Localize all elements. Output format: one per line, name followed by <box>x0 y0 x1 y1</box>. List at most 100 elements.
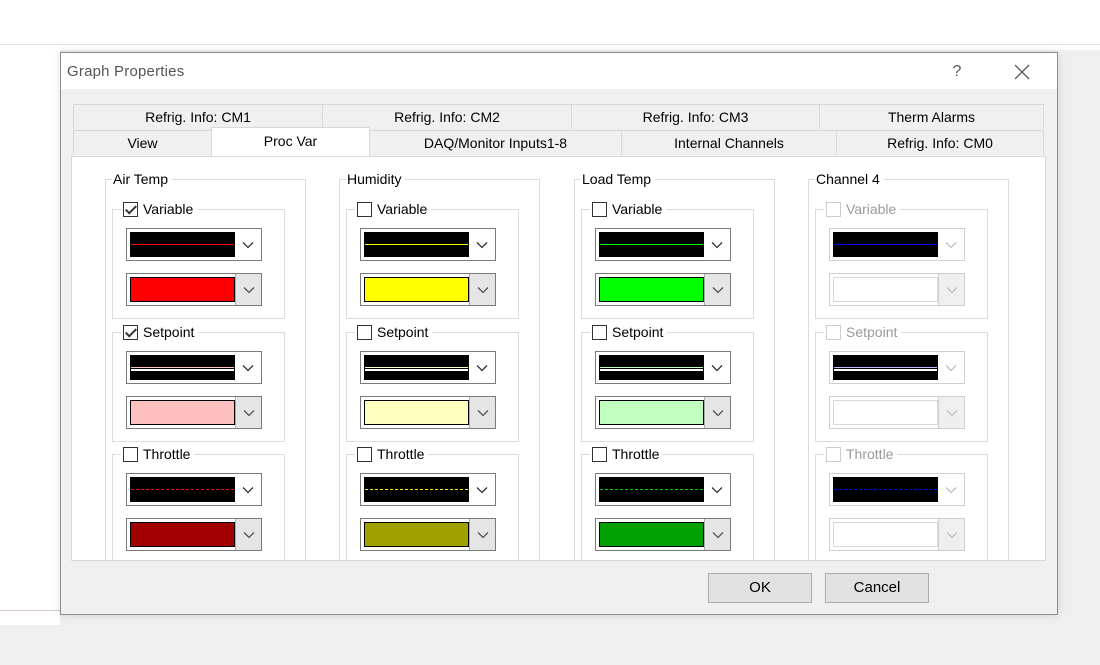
dropdown-arrow[interactable] <box>469 352 495 383</box>
fill-color-dropdown[interactable] <box>360 273 496 306</box>
tab-proc-var[interactable]: Proc Var <box>211 127 370 156</box>
checkbox-setpoint[interactable]: Setpoint <box>121 322 199 342</box>
dropdown-arrow[interactable] <box>235 352 261 383</box>
color-swatch <box>130 277 235 302</box>
line-style-dropdown[interactable] <box>126 351 262 384</box>
dropdown-arrow[interactable] <box>235 274 261 305</box>
line-sample <box>131 489 234 490</box>
fill-color-dropdown[interactable] <box>360 518 496 551</box>
line-swatch <box>364 477 469 502</box>
checkbox-unchecked-icon[interactable] <box>592 446 607 462</box>
chevron-down-icon <box>243 531 254 538</box>
checkbox-variable[interactable]: Variable <box>355 199 432 219</box>
line-style-dropdown[interactable] <box>595 228 731 261</box>
dropdown-arrow[interactable] <box>235 474 261 505</box>
checkbox-label: Setpoint <box>143 324 195 340</box>
dropdown-arrow <box>938 352 964 383</box>
chevron-down-icon <box>712 409 723 416</box>
fill-color-dropdown[interactable] <box>126 518 262 551</box>
checkbox-checked-icon[interactable] <box>123 324 138 340</box>
line-style-dropdown[interactable] <box>595 351 731 384</box>
line-swatch <box>833 477 938 502</box>
dropdown-arrow[interactable] <box>235 519 261 550</box>
checkbox-throttle[interactable]: Throttle <box>590 444 664 464</box>
checkbox-unchecked-icon[interactable] <box>357 201 372 217</box>
checkbox-throttle[interactable]: Throttle <box>121 444 195 464</box>
color-swatch <box>833 277 938 302</box>
tab-refrig-info-cm1[interactable]: Refrig. Info: CM1 <box>73 104 323 129</box>
dropdown-arrow[interactable] <box>704 519 730 550</box>
dropdown-arrow[interactable] <box>704 474 730 505</box>
checkbox-unchecked-icon[interactable] <box>123 446 138 462</box>
line-style-dropdown[interactable] <box>595 473 731 506</box>
dropdown-arrow[interactable] <box>704 352 730 383</box>
checkbox-checked-icon[interactable] <box>123 201 138 217</box>
line-sample <box>600 489 703 490</box>
checkbox-throttle[interactable]: Throttle <box>355 444 429 464</box>
dropdown-arrow <box>938 397 964 428</box>
checkbox-label: Variable <box>377 201 428 217</box>
dropdown-arrow[interactable] <box>704 229 730 260</box>
cancel-button[interactable]: Cancel <box>825 573 929 603</box>
checkbox-label: Throttle <box>143 446 191 462</box>
chevron-down-icon <box>476 241 488 248</box>
dropdown-arrow[interactable] <box>704 274 730 305</box>
subgroup-variable: Variable <box>346 199 519 319</box>
line-style-dropdown[interactable] <box>360 473 496 506</box>
fill-color-dropdown[interactable] <box>126 396 262 429</box>
fill-color-dropdown[interactable] <box>126 273 262 306</box>
tab-refrig-info-cm2[interactable]: Refrig. Info: CM2 <box>322 104 572 129</box>
color-swatch <box>364 522 469 547</box>
dropdown-arrow[interactable] <box>469 519 495 550</box>
line-style-dropdown[interactable] <box>126 228 262 261</box>
line-swatch <box>833 232 938 257</box>
tab-daq-monitor-inputs[interactable]: DAQ/Monitor Inputs1-8 <box>369 130 622 155</box>
ok-button[interactable]: OK <box>708 573 812 603</box>
checkbox-setpoint[interactable]: Setpoint <box>590 322 668 342</box>
background-left <box>0 50 60 625</box>
tab-internal-channels[interactable]: Internal Channels <box>621 130 837 155</box>
dropdown-arrow[interactable] <box>704 397 730 428</box>
dropdown-arrow[interactable] <box>235 397 261 428</box>
checkbox-setpoint[interactable]: Setpoint <box>355 322 433 342</box>
chevron-down-icon <box>945 364 957 371</box>
dropdown-arrow[interactable] <box>235 229 261 260</box>
line-style-dropdown[interactable] <box>360 351 496 384</box>
close-button[interactable] <box>1005 59 1039 85</box>
dropdown-arrow[interactable] <box>469 274 495 305</box>
line-style-dropdown[interactable] <box>126 473 262 506</box>
checkbox-label: Setpoint <box>612 324 664 340</box>
fill-color-dropdown[interactable] <box>595 273 731 306</box>
checkbox-unchecked-icon[interactable] <box>592 201 607 217</box>
line-sample <box>834 489 937 490</box>
tab-view[interactable]: View <box>73 130 212 155</box>
help-button[interactable]: ? <box>952 63 962 80</box>
color-swatch <box>130 400 235 425</box>
dropdown-arrow[interactable] <box>469 474 495 505</box>
fill-color-dropdown[interactable] <box>595 396 731 429</box>
dropdown-arrow[interactable] <box>469 397 495 428</box>
subgroup-setpoint: Setpoint <box>112 322 285 442</box>
tab-therm-alarms[interactable]: Therm Alarms <box>819 104 1044 129</box>
subgroup-variable: Variable <box>112 199 285 319</box>
dropdown-arrow[interactable] <box>469 229 495 260</box>
checkbox-variable[interactable]: Variable <box>590 199 667 219</box>
line-swatch <box>599 232 704 257</box>
tab-refrig-info-cm3[interactable]: Refrig. Info: CM3 <box>571 104 820 129</box>
checkbox-unchecked-icon[interactable] <box>357 446 372 462</box>
fill-color-dropdown[interactable] <box>595 518 731 551</box>
subgroup-variable: Variable <box>581 199 754 319</box>
checkbox-unchecked-icon[interactable] <box>357 324 372 340</box>
dropdown-arrow <box>938 519 964 550</box>
dropdown-arrow <box>938 474 964 505</box>
checkbox-variable[interactable]: Variable <box>121 199 198 219</box>
line-swatch <box>130 232 235 257</box>
line-style-dropdown[interactable] <box>360 228 496 261</box>
tab-refrig-info-cm0[interactable]: Refrig. Info: CM0 <box>836 130 1044 155</box>
fill-color-dropdown[interactable] <box>360 396 496 429</box>
group-label: Humidity <box>346 171 406 187</box>
color-swatch <box>599 522 704 547</box>
checkbox-unchecked-icon[interactable] <box>592 324 607 340</box>
line-sample <box>365 244 468 245</box>
